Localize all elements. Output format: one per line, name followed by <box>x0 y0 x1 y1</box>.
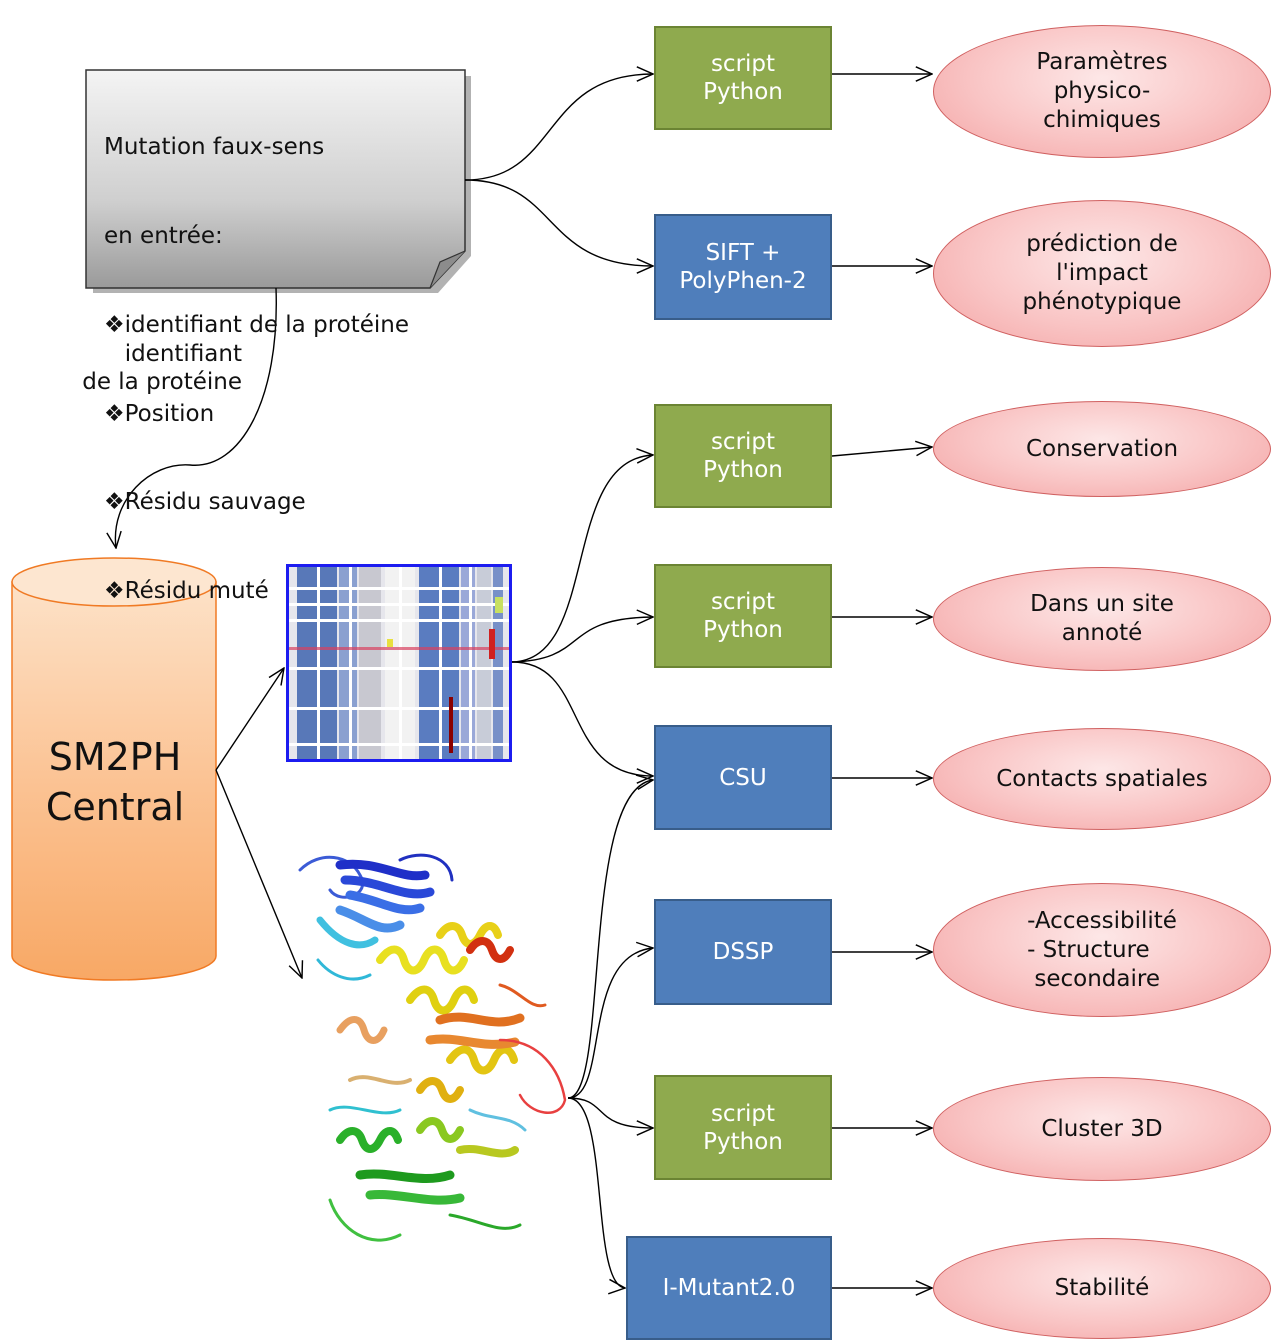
input-line: ❖Résidu sauvage <box>104 489 306 516</box>
input-line: ❖Position <box>104 400 215 427</box>
edge-db-structure <box>215 769 302 978</box>
result-stability: Stabilité <box>933 1238 1271 1339</box>
connectors <box>115 74 932 1288</box>
tool-csu: CSU <box>654 725 832 830</box>
result-conservation: Conservation <box>933 401 1271 497</box>
result-physchem-parameters: Paramètres physico- chimiques <box>933 25 1271 158</box>
edge-aln-conservation <box>511 455 653 663</box>
database-label: SM2PH Central <box>45 735 185 829</box>
edge-struct-cluster <box>567 1097 653 1128</box>
edge-struct-imutant <box>567 1097 625 1288</box>
tool-script-python-physchem: script Python <box>654 26 832 130</box>
edge-db-alignment <box>215 668 284 771</box>
input-description: Mutation faux-sens en entrée: ❖identifia… <box>104 74 409 636</box>
edge-struct-csu <box>567 780 653 1099</box>
result-spatial-contacts: Contacts spatiales <box>933 728 1271 830</box>
input-line: Mutation faux-sens <box>104 134 325 161</box>
result-annotated-site: Dans un site annoté <box>933 567 1271 671</box>
input-line: ❖Résidu muté <box>104 578 269 605</box>
result-phenotypic-impact: prédiction de l'impact phénotypique <box>933 200 1271 347</box>
edge-label-protein-id: identifiant de la protéine <box>82 341 242 395</box>
input-line: en entrée: <box>104 222 223 249</box>
edge-struct-dssp <box>567 948 653 1099</box>
edge-t3-r3 <box>831 447 932 457</box>
tool-script-python-site: script Python <box>654 564 832 668</box>
tool-dssp: DSSP <box>654 899 832 1005</box>
input-line: ❖identifiant de la protéine <box>104 311 409 338</box>
tool-imutant: I-Mutant2.0 <box>626 1236 832 1340</box>
edge-aln-site <box>511 617 653 663</box>
protein-3d-structure-image <box>298 853 567 1242</box>
tool-script-python-conservation: script Python <box>654 404 832 508</box>
edge-input-database <box>115 287 277 548</box>
result-cluster-3d: Cluster 3D <box>933 1077 1271 1181</box>
result-accessibility-structure: -Accessibilité - Structure secondaire <box>933 883 1271 1017</box>
edge-input-python <box>464 74 653 181</box>
tool-script-python-cluster: script Python <box>654 1075 832 1180</box>
database-cylinder-icon <box>11 557 217 981</box>
edge-aln-csu <box>511 661 653 776</box>
multiple-sequence-alignment-image <box>286 564 512 762</box>
tool-sift-polyphen: SIFT + PolyPhen-2 <box>654 214 832 320</box>
edge-input-sift <box>464 179 653 266</box>
input-note <box>85 69 471 293</box>
